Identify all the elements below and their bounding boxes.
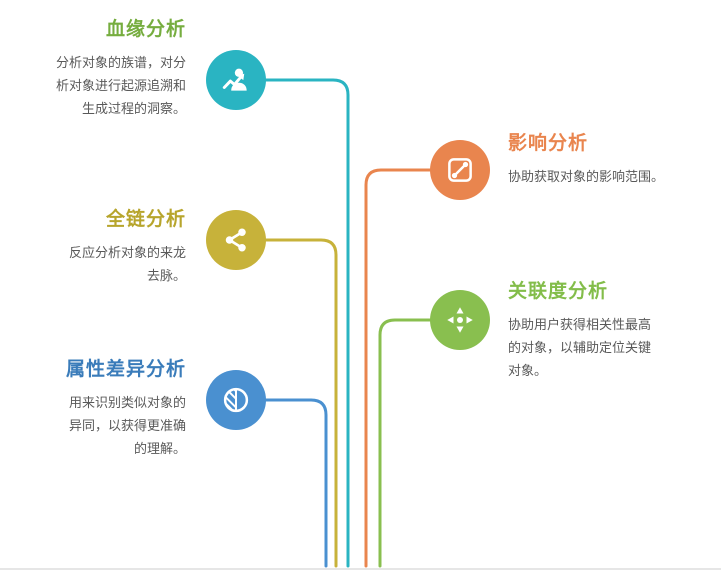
lineage-badge [206,50,266,110]
relevance-badge [430,290,490,350]
lineage-title: 血缘分析 [105,18,186,40]
attribute-diff-badge [206,370,266,430]
crosshair-dots-icon [447,307,473,333]
fullchain-connector [264,238,338,568]
item-lineage: 血缘分析 分析对象的族谱，对分 析对象进行起源追溯和 生成过程的洞察。 [28,14,186,121]
lineage-connector [264,78,350,568]
share-nodes-icon [225,228,246,252]
item-attribute-diff: 属性差异分析 用来识别类似对象的 异同，以获得更准确 的理解。 [28,354,186,461]
relevance-title: 关联度分析 [508,280,609,302]
lineage-description: 分析对象的族谱，对分 析对象进行起源追溯和 生成过程的洞察。 [55,56,186,117]
fullchain-badge [206,210,266,270]
attribute-diff-connector [264,398,328,568]
impact-title: 影响分析 [508,132,589,154]
contrast-circle-icon [223,387,249,413]
fullchain-description: 反应分析对象的来龙 去脉。 [68,246,186,284]
relevance-connector [378,318,432,568]
relevance-description: 协助用户获得相关性最高 的对象，以辅助定位关键 对象。 [508,318,652,379]
item-relevance: 关联度分析 协助用户获得相关性最高 的对象，以辅助定位关键 对象。 [508,276,680,383]
attribute-diff-description: 用来识别类似对象的 异同，以获得更准确 的理解。 [68,396,186,457]
attribute-diff-title: 属性差异分析 [65,358,186,380]
item-impact: 影响分析 协助获取对象的影响范围。 [508,128,708,190]
fullchain-title: 全链分析 [105,208,186,230]
item-fullchain: 全链分析 反应分析对象的来龙 去脉。 [28,204,186,289]
impact-badge [430,140,490,200]
impact-connector [364,168,432,568]
impact-node-icon [448,158,472,182]
user-trend-icon [222,68,247,91]
impact-description: 协助获取对象的影响范围。 [508,170,665,185]
page-bottom-divider [0,568,721,570]
